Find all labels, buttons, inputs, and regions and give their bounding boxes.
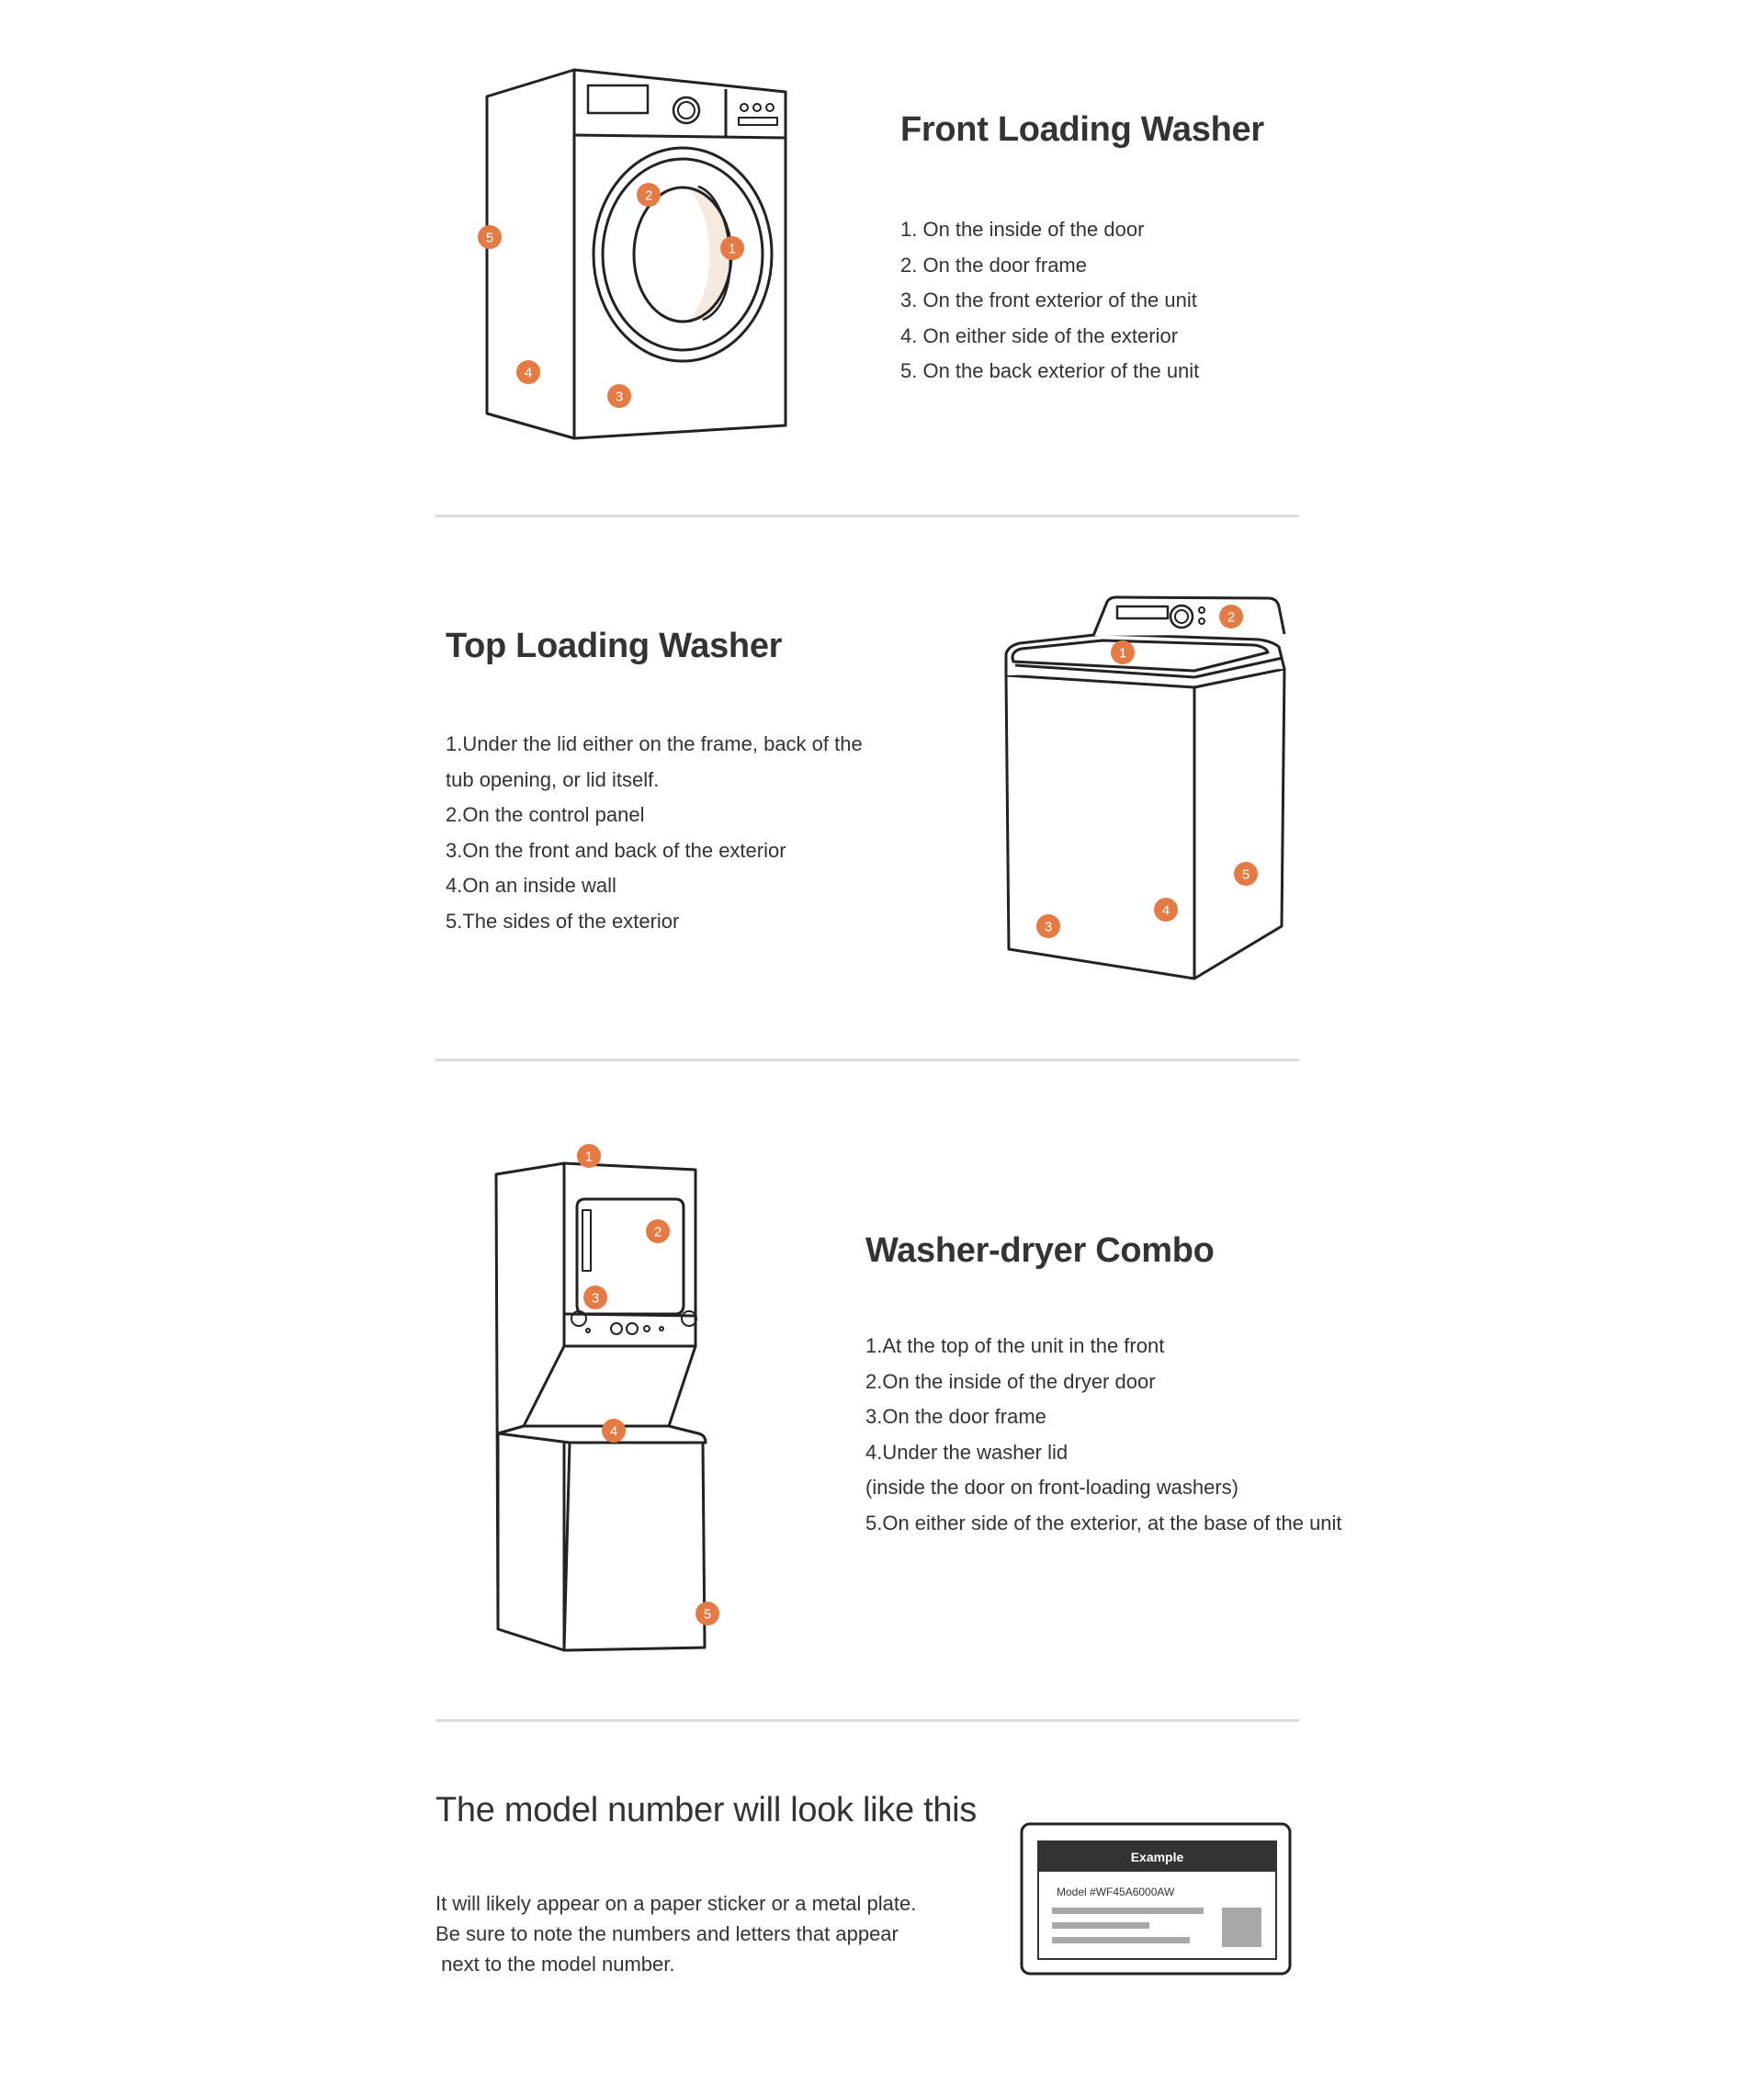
placeholder-line (1052, 1922, 1149, 1929)
front-marker-5: 5 (478, 225, 502, 249)
list-item: 2.On the inside of the dryer door (865, 1369, 1156, 1393)
top-loading-list: 1.Under the lid either on the frame, bac… (446, 727, 863, 940)
svg-text:5: 5 (486, 231, 493, 246)
front-marker-3: 3 (607, 384, 631, 408)
list-item: tub opening, or lid itself. (446, 767, 660, 791)
svg-text:3: 3 (592, 1291, 599, 1307)
list-item: 1. On the inside of the door (900, 218, 1145, 241)
list-item: 5.The sides of the exterior (446, 909, 680, 933)
section-divider (435, 1719, 1299, 1722)
placeholder-line (1052, 1937, 1190, 1943)
svg-text:4: 4 (525, 366, 532, 381)
model-number-line: next to the model number. (435, 1953, 675, 1976)
front-loading-list: 1. On the inside of the door 2. On the d… (900, 212, 1199, 390)
svg-text:4: 4 (1162, 903, 1170, 919)
front-loading-washer-illustration: 1 2 3 4 5 (478, 68, 787, 440)
washer-dryer-combo-illustration: 1 2 3 4 5 (494, 1144, 719, 1652)
front-loading-title: Front Loading Washer (900, 110, 1264, 149)
front-marker-1: 1 (720, 236, 744, 260)
front-marker-2: 2 (637, 183, 661, 207)
list-item: 5.On either side of the exterior, at the… (865, 1511, 1342, 1534)
svg-text:3: 3 (1045, 920, 1052, 935)
svg-text:2: 2 (645, 188, 652, 204)
svg-text:1: 1 (585, 1149, 593, 1165)
model-number-line: It will likely appear on a paper sticker… (435, 1892, 917, 1915)
list-item: 2.On the control panel (446, 803, 645, 827)
placeholder-line (1052, 1908, 1204, 1914)
combo-list: 1.At the top of the unit in the front 2.… (865, 1329, 1342, 1542)
section-divider (435, 515, 1299, 517)
top-loading-washer-illustration: 1 2 3 4 5 (1004, 595, 1286, 980)
combo-marker-2: 2 (646, 1219, 670, 1243)
svg-text:1: 1 (729, 242, 736, 257)
list-item: 3. On the front exterior of the unit (900, 289, 1197, 312)
svg-text:4: 4 (610, 1424, 617, 1440)
example-model-text: Model #WF45A6000AW (1057, 1886, 1175, 1898)
list-item: 4.On an inside wall (446, 874, 616, 898)
svg-text:5: 5 (1242, 867, 1250, 883)
top-marker-2: 2 (1219, 605, 1243, 628)
example-header: Example (1131, 1850, 1184, 1864)
combo-title: Washer-dryer Combo (865, 1231, 1215, 1270)
top-marker-1: 1 (1111, 640, 1135, 664)
svg-text:2: 2 (1227, 610, 1235, 626)
svg-text:5: 5 (704, 1607, 711, 1623)
list-item: 3.On the door frame (865, 1405, 1046, 1429)
list-item: 4.Under the washer lid (865, 1440, 1069, 1464)
combo-marker-1: 1 (577, 1144, 601, 1168)
combo-marker-5: 5 (695, 1602, 719, 1625)
top-marker-4: 4 (1154, 898, 1178, 922)
section-divider (435, 1059, 1299, 1061)
list-item: 5. On the back exterior of the unit (900, 359, 1200, 383)
combo-marker-4: 4 (602, 1419, 626, 1443)
list-item: 2. On the door frame (900, 253, 1087, 277)
model-number-title: The model number will look like this (435, 1791, 977, 1829)
list-item: (inside the door on front-loading washer… (865, 1476, 1239, 1500)
svg-text:2: 2 (654, 1225, 662, 1240)
list-item: 1.At the top of the unit in the front (865, 1334, 1165, 1357)
model-number-line: Be sure to note the numbers and letters … (435, 1922, 899, 1945)
top-marker-3: 3 (1036, 914, 1060, 938)
svg-text:3: 3 (616, 390, 623, 405)
top-loading-title: Top Loading Washer (446, 627, 783, 665)
combo-marker-3: 3 (583, 1285, 607, 1309)
front-marker-4: 4 (516, 360, 540, 384)
top-marker-5: 5 (1234, 862, 1258, 886)
barcode-placeholder (1222, 1908, 1261, 1947)
list-item: 1.Under the lid either on the frame, bac… (446, 732, 863, 755)
svg-text:1: 1 (1119, 646, 1126, 662)
list-item: 4. On either side of the exterior (900, 323, 1179, 347)
model-label-example: Example Model #WF45A6000AW (1020, 1822, 1292, 1976)
list-item: 3.On the front and back of the exterior (446, 838, 786, 862)
